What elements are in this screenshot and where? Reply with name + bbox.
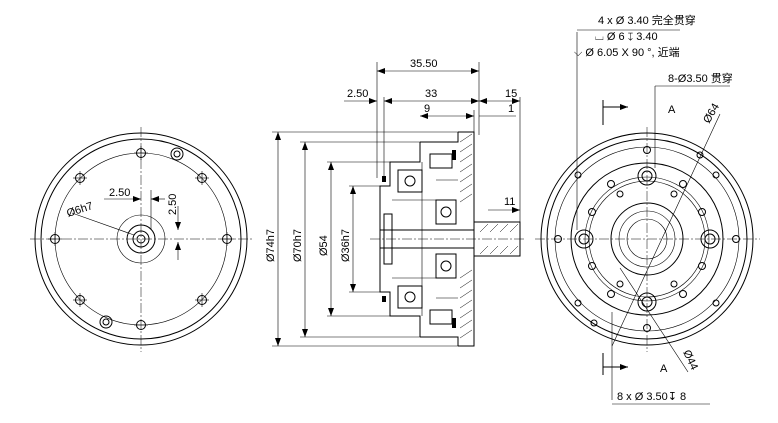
section-body [370,131,526,347]
section-view: 35.50 2.50 33 15 9 1 11 Ø74h7 Ø70h7 Ø54 … [265,58,526,347]
note-countersink: ⌵ Ø 6.05 X 90 °, 近端 [574,46,680,59]
section-mark-top: A [668,104,676,116]
section-horizontal-dims: 35.50 2.50 33 15 9 1 11 [347,58,517,208]
left-bolt-holes [48,146,234,330]
dim-2-50: 2.50 [347,88,368,100]
dim-dia-54: Ø54 [318,235,330,256]
section-hatching [459,133,519,339]
section-mark-bottom: A [660,363,668,375]
right-counterbored-holes [574,166,720,312]
note-4x-through: 4 x Ø 3.40 完全贯穿 [598,13,696,27]
dim-dia-64: Ø64 [701,101,722,125]
note-8x-through: 8-Ø3.50 贯穿 [668,71,733,85]
left-end-view: Ø6h7 2.50 2.50 [30,127,253,352]
offset-y-label: 2.50 [167,194,179,215]
note-8x-blind: 8 x Ø 3.50↧ 8 [617,391,686,403]
right-view-notes: 4 x Ø 3.40 完全贯穿 ⌴ Ø 6 ↧ 3.40 ⌵ Ø 6.05 X … [574,13,733,403]
note-counterbore: ⌴ Ø 6 ↧ 3.40 [595,31,658,43]
section-bearings [382,150,458,328]
bore-dimension-label: Ø6h7 [65,200,94,220]
dim-dia-44: Ø44 [680,348,700,372]
section-vertical-dims: Ø74h7 Ø70h7 Ø54 Ø36h7 [265,229,352,262]
left-dowel-pins [99,147,184,329]
dim-15: 15 [505,88,517,100]
offset-x-label: 2.50 [109,187,130,199]
right-end-view: 4 x Ø 3.40 完全贯穿 ⌴ Ø 6 ↧ 3.40 ⌵ Ø 6.05 X … [535,13,760,405]
dim-11: 11 [504,196,515,208]
right-small-holes [554,146,740,332]
dim-33: 33 [425,88,437,100]
dim-dia-70: Ø70h7 [292,229,304,262]
dim-dia-74: Ø74h7 [265,229,277,262]
dim-35-50: 35.50 [410,58,438,70]
dim-1: 1 [508,103,514,115]
dim-dia-36: Ø36h7 [340,229,352,262]
dim-9: 9 [424,103,430,115]
